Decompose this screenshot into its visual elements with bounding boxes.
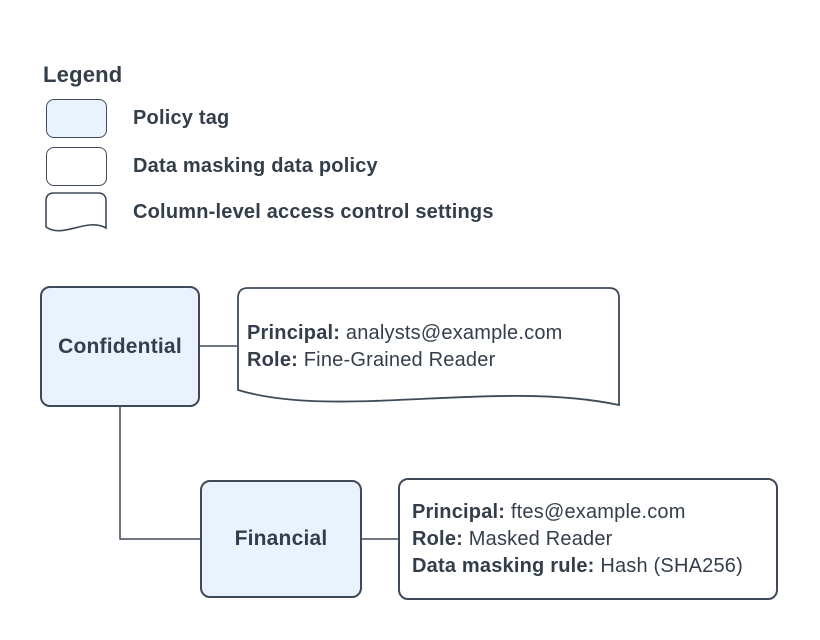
legend-item-data-masking-policy: Data masking data policy bbox=[133, 155, 378, 177]
data-masking-policy-swatch bbox=[46, 147, 107, 186]
legend-item-policy-tag: Policy tag bbox=[133, 107, 230, 129]
policy-tag-financial: Financial bbox=[200, 480, 362, 598]
field-role-name: Role: bbox=[247, 349, 298, 371]
field-principal-name: Principal: bbox=[412, 500, 506, 523]
document-swatch bbox=[45, 192, 107, 232]
field-principal-value: ftes@example.com bbox=[510, 500, 686, 523]
field-role-value: Fine-Grained Reader bbox=[303, 349, 496, 371]
policy-tag-swatch bbox=[46, 99, 107, 138]
data-masking-policy-node: Principal: ftes@example.com Role: Masked… bbox=[398, 478, 778, 600]
field-masking-rule-name: Data masking rule: bbox=[412, 554, 595, 577]
legend-item-column-access-settings: Column-level access control settings bbox=[133, 200, 494, 223]
access-control-settings-node: Principal: analysts@example.com Role: Fi… bbox=[237, 287, 620, 415]
field-principal-value: analysts@example.com bbox=[345, 322, 563, 344]
field-principal: Principal: ftes@example.com bbox=[412, 499, 776, 526]
document-shape bbox=[237, 287, 620, 407]
policy-tag-confidential-label: Confidential bbox=[58, 334, 182, 358]
field-principal-name: Principal: bbox=[247, 322, 341, 344]
field-masking-rule: Data masking rule: Hash (SHA256) bbox=[412, 553, 776, 580]
field-role: Role: Fine-Grained Reader bbox=[247, 347, 563, 374]
field-role-value: Masked Reader bbox=[468, 527, 613, 550]
policy-tag-financial-label: Financial bbox=[234, 527, 328, 550]
field-role: Role: Masked Reader bbox=[412, 526, 776, 553]
field-principal: Principal: analysts@example.com bbox=[247, 320, 563, 347]
field-role-name: Role: bbox=[412, 527, 463, 550]
field-masking-rule-value: Hash (SHA256) bbox=[600, 554, 743, 577]
legend-title: Legend bbox=[43, 62, 123, 87]
policy-tag-confidential: Confidential bbox=[40, 286, 200, 407]
